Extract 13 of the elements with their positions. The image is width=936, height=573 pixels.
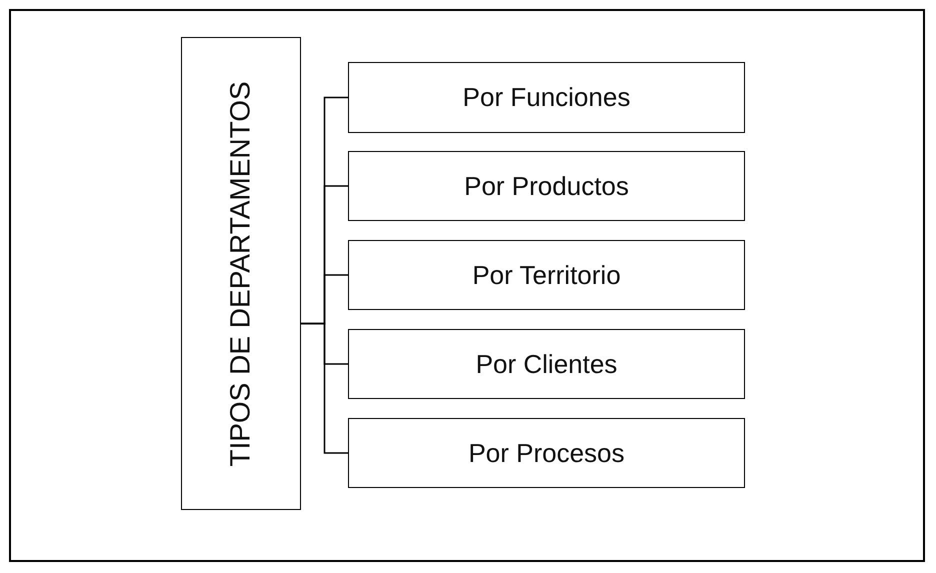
department-label: Por Procesos [468, 438, 625, 468]
connector-line [301, 322, 348, 454]
category-box [181, 37, 301, 510]
department-box [348, 329, 745, 399]
department-label: Por Productos [464, 170, 629, 202]
department-label: Por Funciones [462, 82, 630, 113]
department-label: Por Clientes [476, 348, 618, 380]
category-title: TIPOS DE DEPARTAMENTOS [225, 80, 257, 466]
department-box [348, 240, 745, 310]
department-label: Por Territorio [472, 260, 621, 290]
department-box [348, 418, 745, 488]
department-box [348, 151, 745, 221]
department-box [348, 62, 745, 133]
